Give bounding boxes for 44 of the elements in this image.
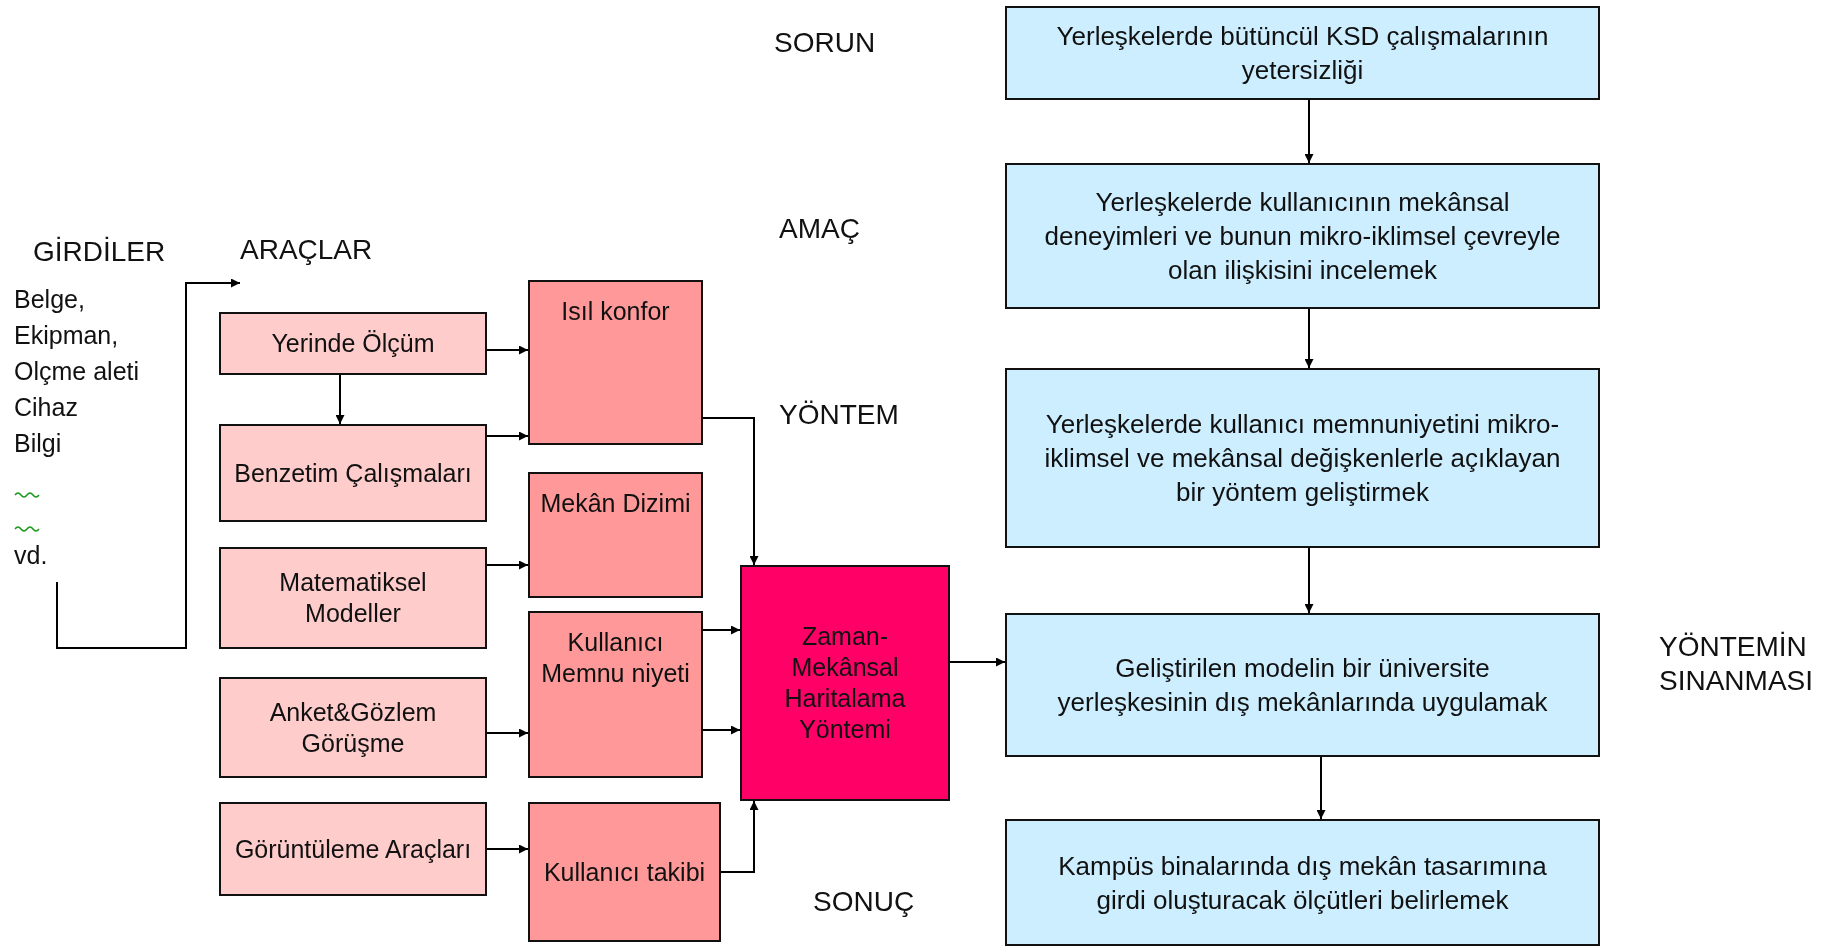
arrow — [702, 625, 741, 635]
method-box: Kullanıcı takibi — [528, 802, 721, 942]
tool-box: Yerinde Ölçüm — [219, 312, 487, 375]
arrow — [949, 657, 1006, 667]
arrow — [1304, 308, 1314, 369]
input-item: Bilgi — [14, 428, 62, 459]
stage-label: AMAÇ — [779, 212, 860, 246]
arrow — [702, 417, 759, 566]
arrow — [702, 725, 741, 735]
tool-box: Görüntüleme Araçları — [219, 802, 487, 896]
arrow — [486, 431, 529, 441]
arrow — [486, 560, 529, 570]
arrow — [1304, 99, 1314, 164]
input-item: Belge, — [14, 284, 85, 315]
arrow — [720, 800, 759, 873]
tool-box: Matematiksel Modeller — [219, 547, 487, 649]
arrow — [486, 728, 529, 738]
input-item: vd. — [14, 540, 48, 571]
heading-text: ARAÇLAR — [240, 233, 373, 267]
stage-label: YÖNTEMİN SINANMASI — [1659, 630, 1815, 698]
step-box: Kampüs binalarında dış mekân tasarımına girdi oluşturacak ölçütleri belirlemek — [1005, 819, 1600, 946]
input-item: Cihaz — [14, 392, 78, 423]
method-box: Mekân Dizimi — [528, 472, 703, 598]
step-box: Geliştirilen modelin bir üniversite yerleşkesinin dış mekânlarında uygulamak — [1005, 613, 1600, 757]
central-method-box: Zaman-Mekânsal Haritalama Yöntemi — [740, 565, 950, 801]
arrow — [56, 278, 241, 649]
heading-text: GİRDİLER — [33, 236, 166, 267]
stage-label: YÖNTEM — [779, 398, 899, 432]
method-box: Isıl konfor — [528, 280, 703, 445]
stage-label: SORUN — [774, 26, 876, 60]
arrow — [486, 345, 529, 355]
step-box: Yerleşkelerde kullanıcı memnuniyetini mikro-iklimsel ve mekânsal değişkenlerle açıklayan bir yöntem geliştirmek — [1005, 368, 1600, 548]
method-box: Kullanıcı Memnu niyeti — [528, 611, 703, 778]
step-box: Yerleşkelerde bütüncül KSD çalışmalarının yetersizliği — [1005, 6, 1600, 100]
arrow — [335, 374, 345, 425]
input-item: Ekipman, — [14, 320, 119, 351]
step-box: Yerleşkelerde kullanıcının mekânsal deneyimleri ve bunun mikro-iklimsel çevreyle olan ilişkisini incelemek — [1005, 163, 1600, 309]
arrow — [486, 844, 529, 854]
stage-label: SONUÇ — [813, 885, 915, 919]
arrow — [1304, 547, 1314, 614]
tool-box: Anket&Gözlem Görüşme — [219, 677, 487, 778]
input-item: Olçme aleti — [14, 356, 140, 387]
arrow — [1316, 756, 1326, 820]
tool-box: Benzetim Çalışmaları — [219, 424, 487, 522]
